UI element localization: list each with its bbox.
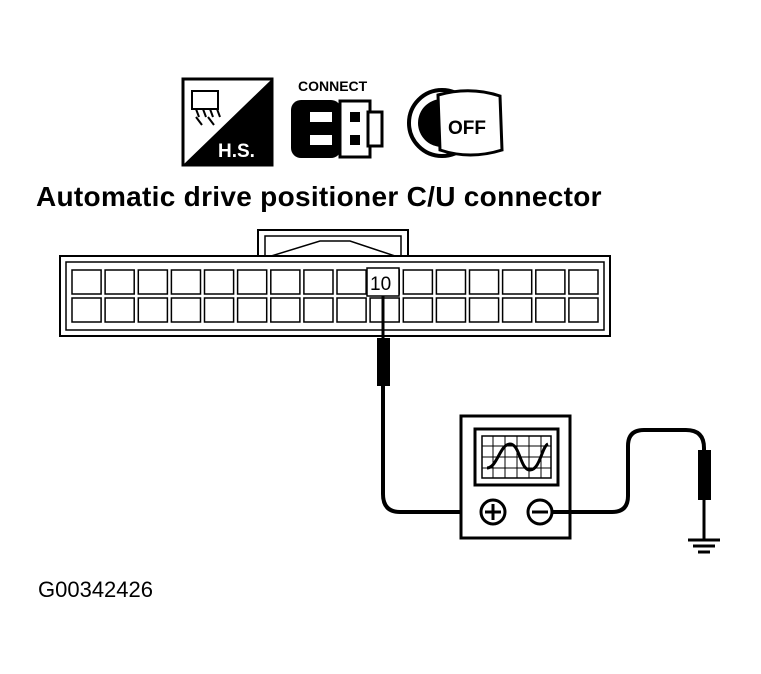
connector-cavity bbox=[535, 297, 566, 323]
connector-cavity bbox=[568, 269, 599, 295]
connector-cavity bbox=[236, 297, 268, 323]
oscilloscope-icon bbox=[459, 414, 572, 540]
connector-cavity bbox=[501, 269, 533, 295]
connector-cavity bbox=[336, 297, 367, 323]
connector-cavity bbox=[137, 297, 169, 323]
connector-cavity bbox=[568, 297, 599, 323]
connector-cavity bbox=[402, 297, 434, 323]
connector-cavity bbox=[535, 269, 566, 295]
harness-sign-icon: H.S. bbox=[181, 77, 274, 167]
connector-cavity bbox=[468, 297, 500, 323]
connect-label: CONNECT bbox=[298, 78, 368, 94]
waveform bbox=[486, 442, 549, 472]
connector-cavity bbox=[435, 269, 467, 295]
connector-cavity-grid bbox=[71, 269, 599, 323]
terminal-10-label: 10 bbox=[370, 274, 391, 295]
connector-body: 10 bbox=[59, 229, 611, 337]
harness-sign-label: H.S. bbox=[218, 141, 255, 162]
connector-cavity bbox=[203, 297, 235, 323]
connector-cavity bbox=[203, 269, 235, 295]
connector-cavity bbox=[468, 269, 500, 295]
connector-cavity bbox=[369, 297, 400, 323]
connector-cavity bbox=[71, 269, 102, 295]
ground-icon bbox=[688, 538, 720, 554]
connector-cavity bbox=[270, 269, 301, 295]
connector-cavity bbox=[336, 269, 367, 295]
minus-terminal-icon bbox=[526, 498, 554, 526]
connector-cavity bbox=[104, 269, 135, 295]
connector-cavity bbox=[236, 269, 268, 295]
connector-cavity bbox=[71, 297, 102, 323]
connector-icon: CONNECT bbox=[291, 78, 384, 159]
connector-cavity bbox=[104, 297, 135, 323]
key-off-label: OFF bbox=[448, 118, 486, 139]
connector-cavity bbox=[303, 297, 334, 323]
diagram-title: Automatic drive positioner C/U connector bbox=[36, 181, 602, 212]
connector-cavity bbox=[137, 269, 169, 295]
connector-cavity bbox=[170, 269, 202, 295]
ignition-key-icon: OFF bbox=[407, 88, 504, 158]
connector-cavity bbox=[402, 269, 434, 295]
negative-lead bbox=[552, 428, 711, 540]
plus-terminal-icon bbox=[479, 498, 507, 526]
connector-cavity bbox=[501, 297, 533, 323]
positive-probe bbox=[377, 296, 477, 514]
connector-cavity bbox=[270, 297, 301, 323]
connector-cavity bbox=[435, 297, 467, 323]
connector-cavity bbox=[170, 297, 202, 323]
figure-code: G00342426 bbox=[38, 577, 153, 602]
connector-cavity bbox=[303, 269, 334, 295]
